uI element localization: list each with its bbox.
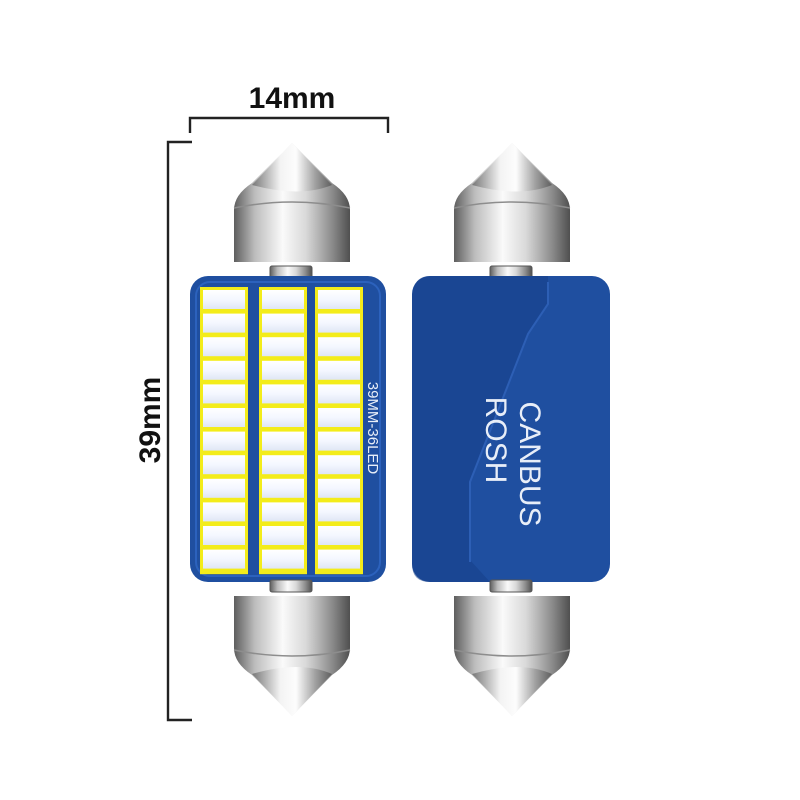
led-chip bbox=[318, 455, 360, 475]
led-chip bbox=[318, 290, 360, 309]
led-chip bbox=[262, 360, 304, 380]
led-chip bbox=[203, 502, 245, 522]
led-chip bbox=[262, 290, 304, 309]
back-top-cap bbox=[453, 143, 571, 279]
led-chip bbox=[262, 337, 304, 357]
led-chip bbox=[318, 431, 360, 451]
led-chip bbox=[318, 478, 360, 498]
led-chip bbox=[203, 337, 245, 357]
led-chip bbox=[262, 549, 304, 569]
led-chip bbox=[318, 549, 360, 569]
front-bulb: 39MM-36LED bbox=[190, 143, 386, 716]
led-chip bbox=[318, 526, 360, 545]
width-dimension-line bbox=[188, 116, 390, 133]
led-chip bbox=[203, 455, 245, 475]
front-top-cap bbox=[233, 143, 351, 279]
led-chip bbox=[203, 290, 245, 309]
width-dimension-label: 14mm bbox=[249, 82, 336, 115]
led-chip bbox=[203, 478, 245, 498]
led-chip bbox=[203, 408, 245, 427]
led-chip bbox=[262, 455, 304, 475]
led-chip bbox=[203, 526, 245, 545]
height-dimension-label: 39mm bbox=[134, 377, 167, 464]
led-chip bbox=[203, 549, 245, 569]
back-bulb: CANBUS ROSH bbox=[412, 143, 610, 716]
led-chip bbox=[203, 384, 245, 404]
led-chip bbox=[318, 384, 360, 404]
led-chip bbox=[262, 431, 304, 451]
led-chip bbox=[318, 408, 360, 427]
led-chip bbox=[203, 313, 245, 333]
dimension-height: 39mm bbox=[134, 140, 192, 722]
height-dimension-line bbox=[166, 140, 192, 722]
dimension-width: 14mm bbox=[188, 82, 390, 133]
led-chip bbox=[318, 360, 360, 380]
led-grid bbox=[200, 287, 363, 575]
led-chip bbox=[318, 313, 360, 333]
led-chip bbox=[318, 337, 360, 357]
led-chip bbox=[262, 502, 304, 522]
back-pcb-line1: CANBUS bbox=[513, 401, 546, 526]
led-chip bbox=[262, 408, 304, 427]
back-bottom-cap bbox=[453, 579, 571, 716]
front-bottom-cap bbox=[233, 579, 351, 716]
led-chip bbox=[262, 384, 304, 404]
led-chip bbox=[262, 478, 304, 498]
back-pcb-line2: ROSH bbox=[479, 397, 512, 484]
led-chip bbox=[203, 360, 245, 380]
back-pcb-trace bbox=[412, 276, 548, 582]
led-chip bbox=[318, 502, 360, 522]
front-pcb-label: 39MM-36LED bbox=[364, 382, 381, 475]
led-chip bbox=[262, 526, 304, 545]
led-chip bbox=[262, 313, 304, 333]
led-chip bbox=[203, 431, 245, 451]
